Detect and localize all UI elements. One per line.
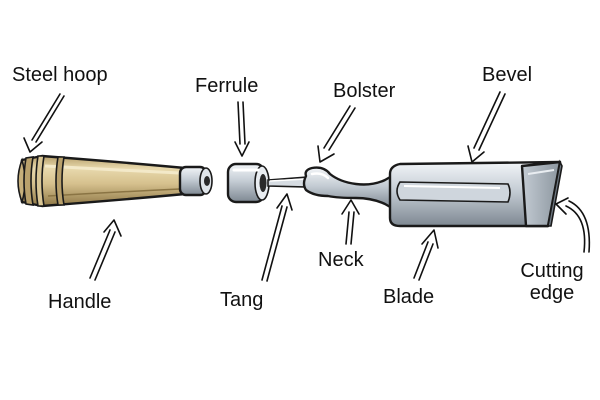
steel-hoop-arrow	[23, 93, 65, 153]
label-ferrule: Ferrule	[195, 75, 259, 97]
label-handle: Handle	[48, 291, 112, 313]
neck-arrow	[341, 199, 360, 245]
bolster-arrow	[317, 105, 356, 163]
blade-arrow	[413, 229, 439, 281]
ferrule-arrow	[234, 101, 250, 157]
label-cutting-edge: Cutting edge	[512, 260, 592, 304]
label-cutting-edge-line2: edge	[529, 282, 575, 304]
label-blade: Blade	[383, 286, 435, 308]
label-tang: Tang	[220, 289, 264, 311]
tang-part	[267, 176, 309, 188]
label-neck: Neck	[318, 249, 364, 271]
blade-part	[388, 159, 563, 228]
steel-hoop-rings	[23, 155, 65, 207]
label-cutting-edge-line1: Cutting	[520, 260, 584, 282]
tang-arrow	[261, 193, 293, 282]
handle-socket	[178, 165, 213, 197]
label-steel-hoop: Steel hoop	[12, 64, 108, 86]
ferrule-part	[226, 162, 270, 204]
bevel-arrow	[467, 91, 506, 163]
label-bolster: Bolster	[333, 80, 396, 102]
bolster-neck-part	[302, 166, 394, 210]
cutting-edge-arrow	[555, 197, 591, 253]
label-bevel: Bevel	[482, 64, 533, 86]
handle-arrow	[89, 219, 122, 281]
